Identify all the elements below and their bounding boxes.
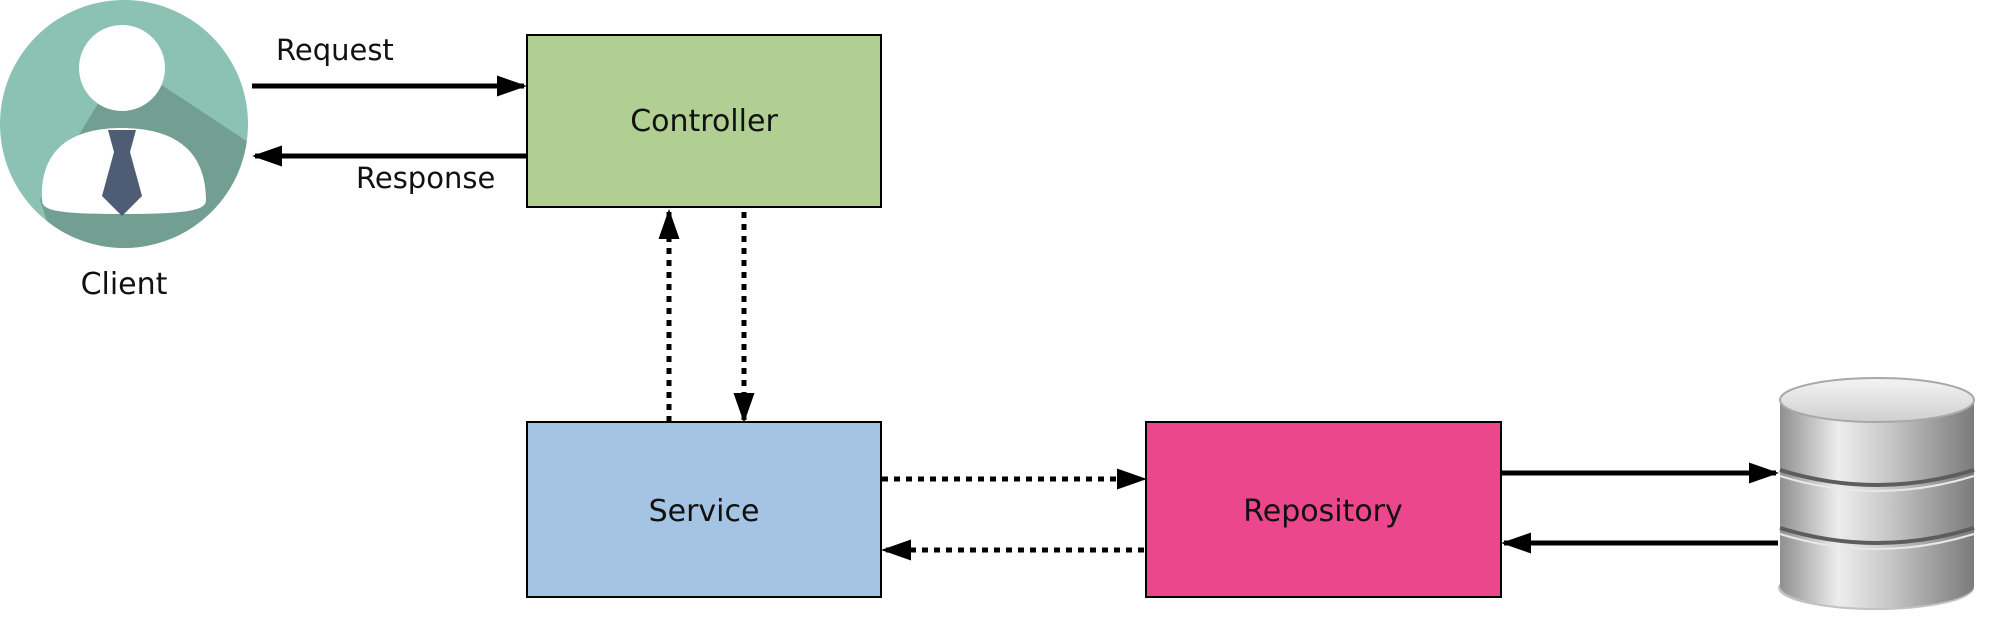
- controller-box: [526, 34, 882, 208]
- repository-label: Repository: [1243, 494, 1403, 529]
- request-label: Request: [276, 33, 394, 67]
- database-cylinder-icon: [1778, 377, 1975, 610]
- client-label: Client: [81, 267, 168, 302]
- service-label: Service: [649, 494, 760, 529]
- controller-label: Controller: [630, 104, 778, 139]
- client-avatar-icon: [0, 0, 248, 248]
- response-label: Response: [356, 161, 495, 195]
- repository-box: [1145, 421, 1502, 598]
- service-box: [526, 421, 882, 598]
